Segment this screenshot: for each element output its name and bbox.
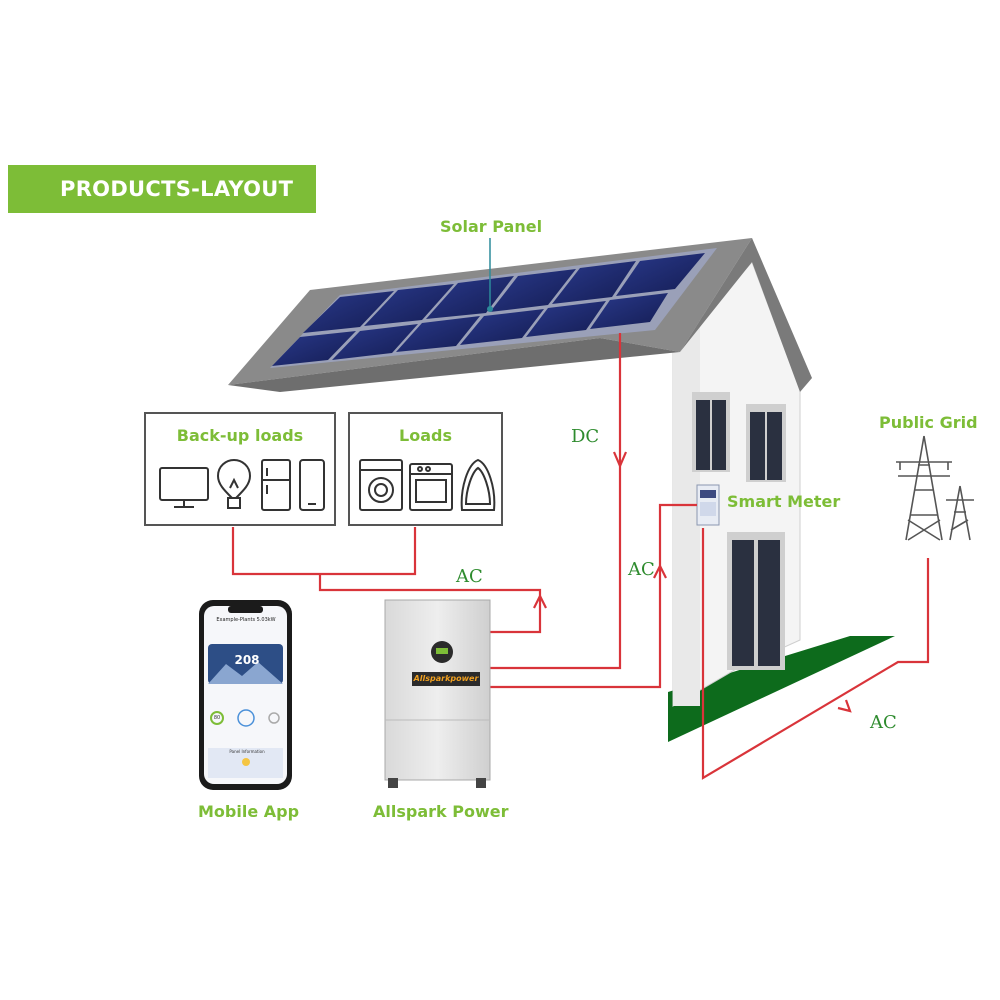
ac-flow-label-grid: AC [870, 712, 897, 733]
refrigerator-icon [261, 459, 291, 511]
backup-loads-title: Back-up loads [176, 426, 304, 445]
loads-icons [359, 458, 496, 511]
oven-icon [409, 463, 453, 511]
ac-flow-label-loads: AC [456, 566, 483, 587]
mobile-phone [199, 600, 292, 790]
mobile-app-label: Mobile App [198, 802, 300, 821]
phone-power-value: 208 [234, 653, 260, 667]
ac-flow-label-meter: AC [628, 559, 655, 580]
dc-flow-label: DC [571, 426, 600, 447]
phone-ring-value: 80 [213, 715, 221, 721]
smart-meter-label: Smart Meter [727, 492, 841, 511]
products-layout-banner: PRODUCTS-LAYOUT [8, 165, 316, 213]
lightbulb-icon [216, 458, 252, 509]
iron-icon [460, 458, 496, 511]
house-ground [668, 636, 895, 742]
solar-panel-label: Solar Panel [440, 217, 543, 236]
washing-machine-icon [359, 459, 403, 511]
wiring [231, 333, 930, 780]
allspark-power-label: Allspark Power [373, 802, 509, 821]
power-tower-icon [896, 435, 974, 541]
phone-panel-info: Panel Information [229, 749, 265, 754]
phone-header-text: Example-Plants 5.03kW [216, 617, 276, 623]
monitor-icon [159, 467, 209, 508]
backup-loads-icons [159, 458, 325, 511]
inverter-unit [384, 599, 491, 788]
public-grid-label: Public Grid [879, 413, 978, 432]
smartphone-icon [299, 459, 325, 511]
loads-title: Loads [399, 426, 452, 445]
inverter-brand-label: Allsparkpower [413, 674, 479, 683]
solar-panel-array [270, 248, 717, 368]
loads-box: Loads [348, 412, 503, 526]
house [672, 261, 801, 707]
smart-meter-device [696, 484, 720, 526]
backup-loads-box: Back-up loads [144, 412, 336, 526]
